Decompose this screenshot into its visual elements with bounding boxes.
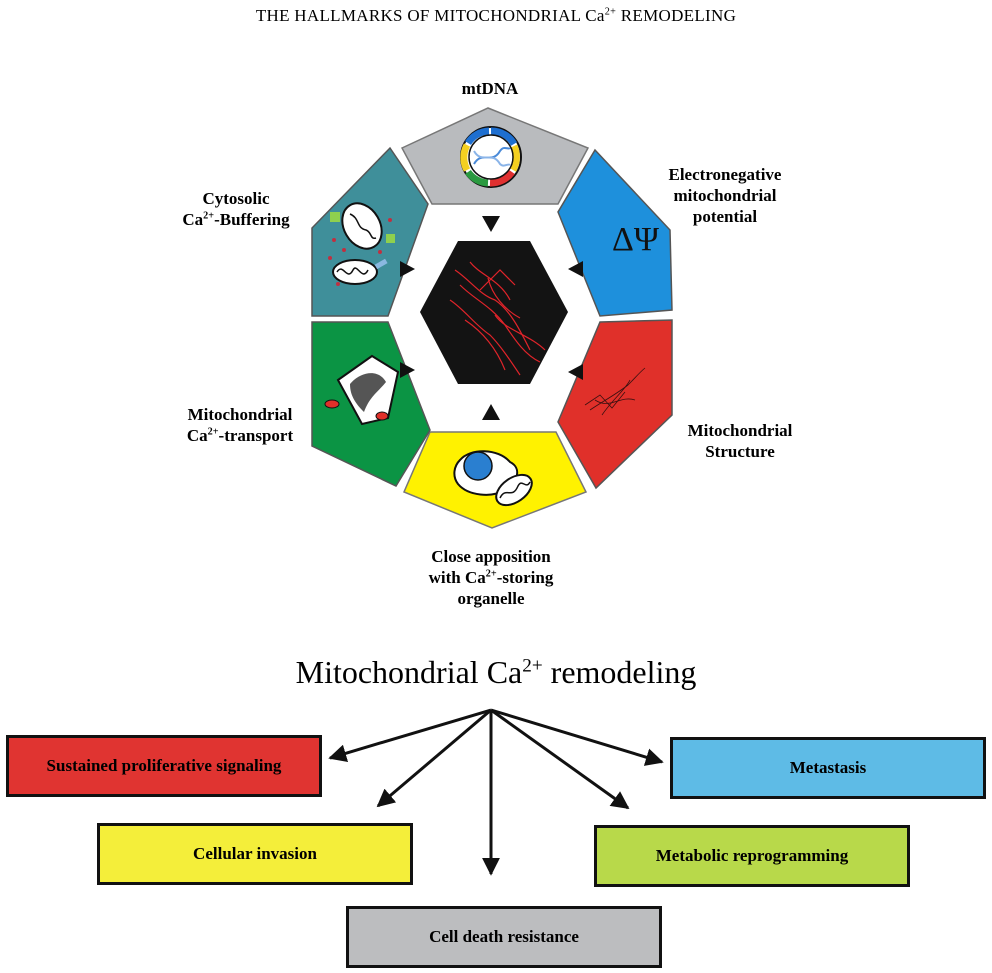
mitochondrial-network-image xyxy=(449,261,546,376)
cell-death-resistance-box: Cell death resistance xyxy=(346,906,662,968)
proliferative-signaling-box: Sustained proliferative signaling xyxy=(6,735,322,797)
mitochondrial-structure-image xyxy=(584,367,646,416)
inward-arrows xyxy=(400,216,583,420)
delta-psi-label: ΔΨ xyxy=(612,221,659,258)
organelle-apposition-icon xyxy=(453,450,533,507)
metabolic-reprogramming-box: Metabolic reprogramming xyxy=(594,825,910,887)
buffering-label: Cytosolic Ca2+-Buffering xyxy=(182,189,290,229)
remodeling-heading: Mitochondrial Ca2+ remodeling xyxy=(295,654,697,690)
apposition-label: Close apposition with Ca2+-storing organ… xyxy=(428,547,554,608)
cellular-invasion-box: Cellular invasion xyxy=(97,823,413,885)
transport-label: Mitochondrial Ca2+-transport xyxy=(186,405,294,445)
electronegative-label: Electronegative mitochondrial potential xyxy=(668,165,782,226)
mtdna-circle-icon xyxy=(460,126,522,188)
electronegative-segment xyxy=(557,148,673,317)
outcome-arrows xyxy=(328,708,664,876)
mitochondrial-transport-icon xyxy=(324,354,400,426)
mtdna-label: mtDNA xyxy=(461,79,519,98)
structure-label: Mitochondrial Structure xyxy=(687,421,793,461)
cytosolic-mitochondria-icon xyxy=(328,202,395,286)
metastasis-box: Metastasis xyxy=(670,737,986,799)
figure-title: THE HALLMARKS OF MITOCHONDRIAL Ca2+ REMO… xyxy=(255,6,737,25)
